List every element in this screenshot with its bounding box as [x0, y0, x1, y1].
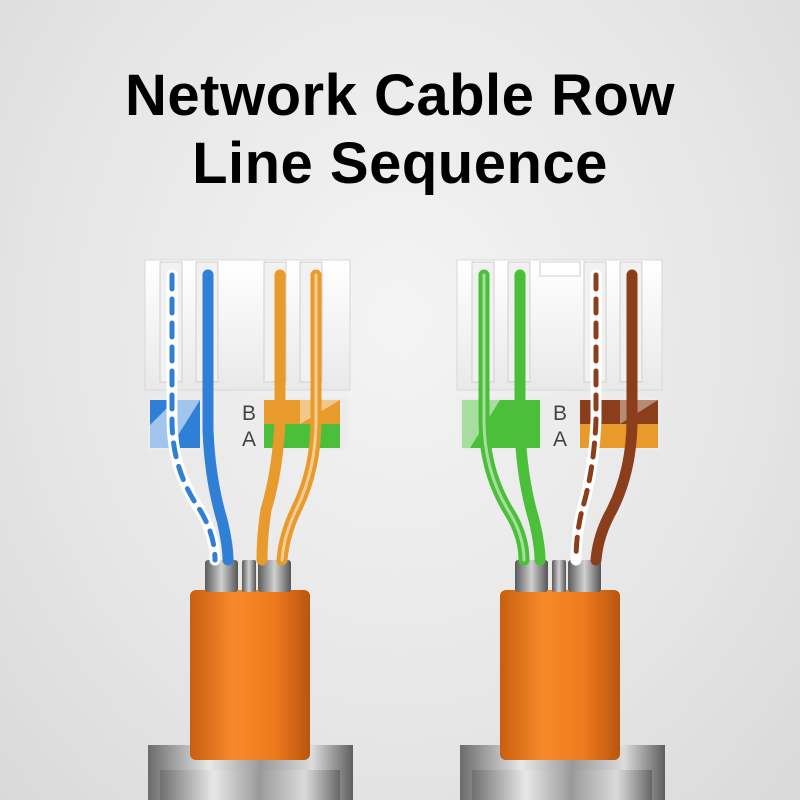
right-wires	[478, 269, 638, 566]
right-label-b: B	[553, 402, 567, 425]
right-label-a: A	[553, 428, 567, 451]
left-cable-jacket	[190, 590, 310, 760]
left-connector: B A	[144, 259, 353, 800]
left-wires	[166, 269, 322, 566]
right-foil-sleeves	[515, 560, 601, 592]
title-line-1: Network Cable Row	[125, 63, 675, 128]
page-title: Network Cable Row Line Sequence	[0, 62, 800, 198]
right-cable-jacket	[500, 590, 620, 760]
left-foil-sleeves	[205, 560, 291, 592]
left-label-b: B	[242, 402, 256, 425]
title-line-2: Line Sequence	[192, 131, 608, 196]
left-wire-blue	[202, 269, 234, 566]
right-metal-base	[460, 745, 665, 800]
right-connector: B A	[456, 259, 665, 800]
right-wire-green	[514, 269, 546, 566]
left-label-a: A	[242, 428, 256, 451]
left-metal-base	[148, 745, 353, 800]
right-wire-brown	[590, 269, 638, 566]
left-wire-orange-white	[256, 269, 286, 566]
